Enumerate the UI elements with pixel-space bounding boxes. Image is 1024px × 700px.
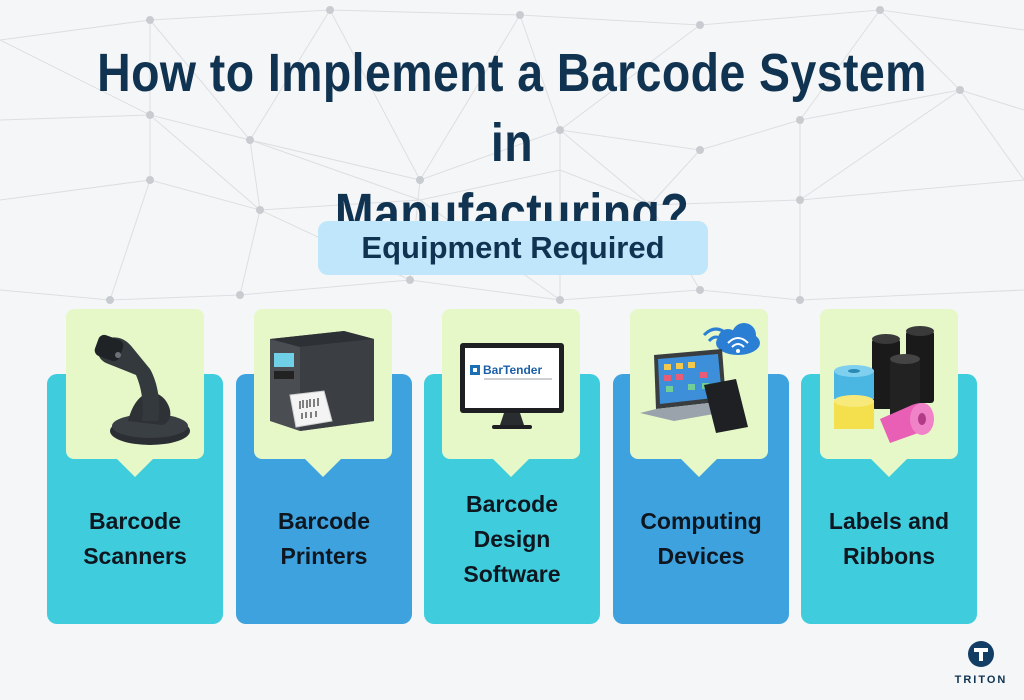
design-software-monitor-icon: BarTender xyxy=(460,343,564,429)
card-label-line: Design xyxy=(473,525,551,552)
card-label-line: Barcode xyxy=(465,490,559,517)
card-label-line: Scanners xyxy=(83,543,187,569)
card-label-line: Labels and xyxy=(828,508,950,534)
bartender-logo-text: BarTender xyxy=(483,363,542,377)
card-label-line: Barcode xyxy=(277,508,371,534)
triton-logo-icon xyxy=(968,641,994,667)
card-label-line: Software xyxy=(463,560,561,587)
printer-image-box xyxy=(254,309,392,477)
section-subtitle: Equipment Required xyxy=(318,221,708,275)
card-label-line: Barcode xyxy=(88,508,182,534)
laptop-phone-cloud-icon xyxy=(640,323,760,433)
devices-image-box xyxy=(630,309,768,477)
card-label-line: Computing xyxy=(640,508,762,534)
card-label-line: Devices xyxy=(657,543,745,569)
label-rolls-icon xyxy=(834,326,934,443)
page-title: How to Implement a Barcode System in Man… xyxy=(72,38,953,248)
barcode-scanner-icon xyxy=(94,334,190,445)
scanner-image-box xyxy=(66,309,204,477)
labels-image-box xyxy=(820,309,958,477)
card-label-line: Printers xyxy=(280,543,368,569)
triton-logo: TRITON xyxy=(951,640,1011,696)
page-title-line-1: How to Implement a Barcode System in xyxy=(97,43,927,173)
card-label-line: Ribbons xyxy=(843,543,935,569)
software-image-box: BarTender xyxy=(442,309,580,477)
barcode-printer-icon xyxy=(270,331,374,431)
triton-logo-name: TRITON xyxy=(954,674,1008,686)
